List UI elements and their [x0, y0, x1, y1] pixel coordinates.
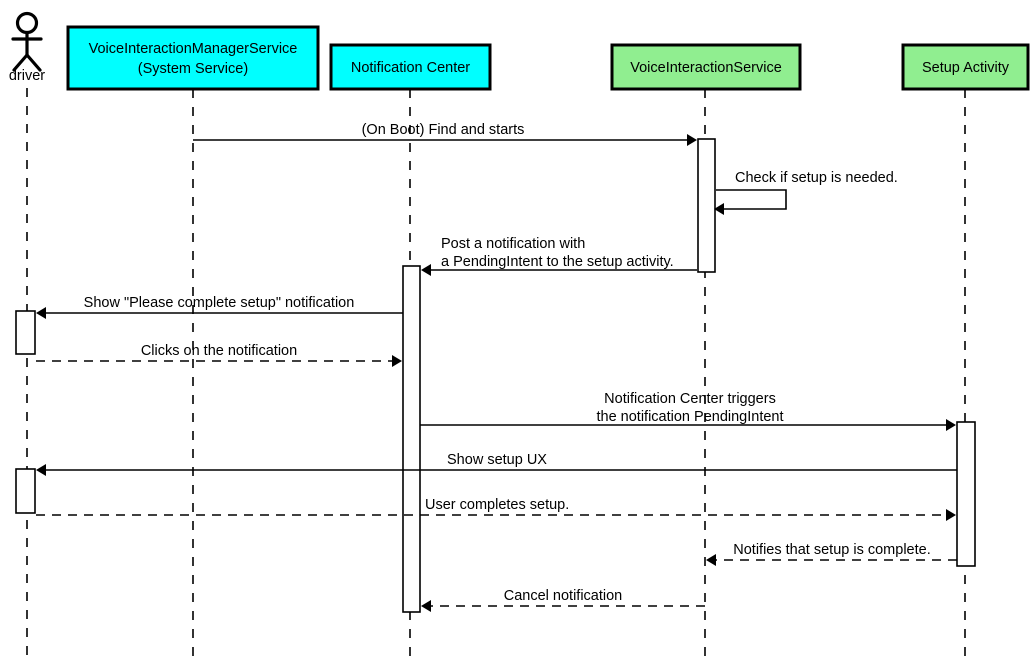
arrow-head-icon — [706, 554, 716, 566]
message-msg-triggers-pendingintent[interactable]: Notification Center triggers the notifica… — [420, 391, 956, 431]
participant-setup_activity[interactable]: Setup Activity — [901, 43, 1030, 91]
message-msg-cancel-notification[interactable]: Cancel notification — [421, 588, 705, 612]
participants-layer: driver VoiceInteractionManagerService (Sys… — [9, 11, 1030, 91]
message-msg-user-completes-setup[interactable]: User completes setup. — [36, 497, 956, 521]
message-label-msg-post-notification-line1: Post a notification with — [441, 236, 585, 252]
activation-bar-setup_activity — [956, 421, 976, 567]
participant-label-vims: VoiceInteractionManagerService — [89, 41, 298, 57]
participant-notification_center[interactable]: Notification Center — [329, 43, 492, 91]
actor-leg-right-icon — [25, 53, 42, 72]
participant-label-vis: VoiceInteractionService — [630, 60, 782, 76]
arrow-head-icon — [687, 134, 697, 146]
arrow-head-icon — [946, 419, 956, 431]
message-label-msg-post-notification-line2: a PendingIntent to the setup activity. — [441, 254, 674, 270]
activation-bar-driver — [15, 310, 36, 355]
participant-label-notification_center: Notification Center — [351, 60, 470, 76]
arrow-head-icon — [36, 464, 46, 476]
arrow-head-icon — [421, 264, 431, 276]
message-label-msg-triggers-pendingintent-line2: the notification PendingIntent — [596, 409, 783, 425]
participant-vims[interactable]: VoiceInteractionManagerService (System Se… — [66, 25, 320, 91]
actor-driver[interactable]: driver — [9, 11, 45, 85]
participant-sublabel-vims: (System Service) — [138, 61, 248, 77]
message-msg-show-setup-notification[interactable]: Show "Please complete setup" notificatio… — [36, 295, 403, 319]
message-msg-post-notification[interactable]: Post a notification with a PendingIntent … — [421, 236, 697, 276]
participant-box-vis[interactable] — [610, 43, 802, 91]
actor-head-icon — [15, 11, 39, 35]
message-label-msg-clicks-notification: Clicks on the notification — [141, 343, 297, 359]
arrow-head-icon — [421, 600, 431, 612]
participant-box-setup_activity[interactable] — [901, 43, 1030, 91]
message-label-msg-notifies-setup-complete: Notifies that setup is complete. — [733, 542, 930, 558]
message-label-msg-triggers-pendingintent-line1: Notification Center triggers — [604, 391, 776, 407]
message-line-msg-check-setup-self — [716, 189, 787, 210]
message-msg-notifies-setup-complete[interactable]: Notifies that setup is complete. — [706, 542, 957, 566]
participant-box-notification_center[interactable] — [329, 43, 492, 91]
message-label-msg-user-completes-setup: User completes setup. — [425, 497, 569, 513]
activation-bar-notification_center — [402, 265, 421, 613]
actor-label-driver: driver — [9, 68, 45, 84]
actor-leg-left-icon — [12, 53, 29, 72]
message-msg-check-setup-self[interactable]: Check if setup is needed. — [714, 170, 898, 215]
activations-layer — [15, 138, 976, 613]
activation-bar-vis — [697, 138, 716, 273]
message-label-msg-check-setup-self: Check if setup is needed. — [735, 170, 898, 186]
arrow-head-icon — [36, 307, 46, 319]
message-label-msg-show-setup-ux: Show setup UX — [447, 452, 547, 468]
activation-bar-driver — [15, 468, 36, 514]
participant-label-setup_activity: Setup Activity — [922, 60, 1010, 76]
participant-vis[interactable]: VoiceInteractionService — [610, 43, 802, 91]
message-msg-show-setup-ux[interactable]: Show setup UX — [36, 452, 957, 476]
message-label-msg-cancel-notification: Cancel notification — [504, 588, 623, 604]
message-msg-find-and-starts[interactable]: (On Boot) Find and starts — [193, 122, 697, 146]
message-label-msg-find-and-starts: (On Boot) Find and starts — [362, 122, 525, 138]
message-msg-clicks-notification[interactable]: Clicks on the notification — [36, 343, 402, 367]
arrow-head-icon — [392, 355, 402, 367]
participant-box-vims[interactable] — [66, 25, 320, 91]
arrow-head-icon — [714, 203, 724, 215]
message-label-msg-show-setup-notification: Show "Please complete setup" notificatio… — [84, 295, 355, 311]
arrow-head-icon — [946, 509, 956, 521]
